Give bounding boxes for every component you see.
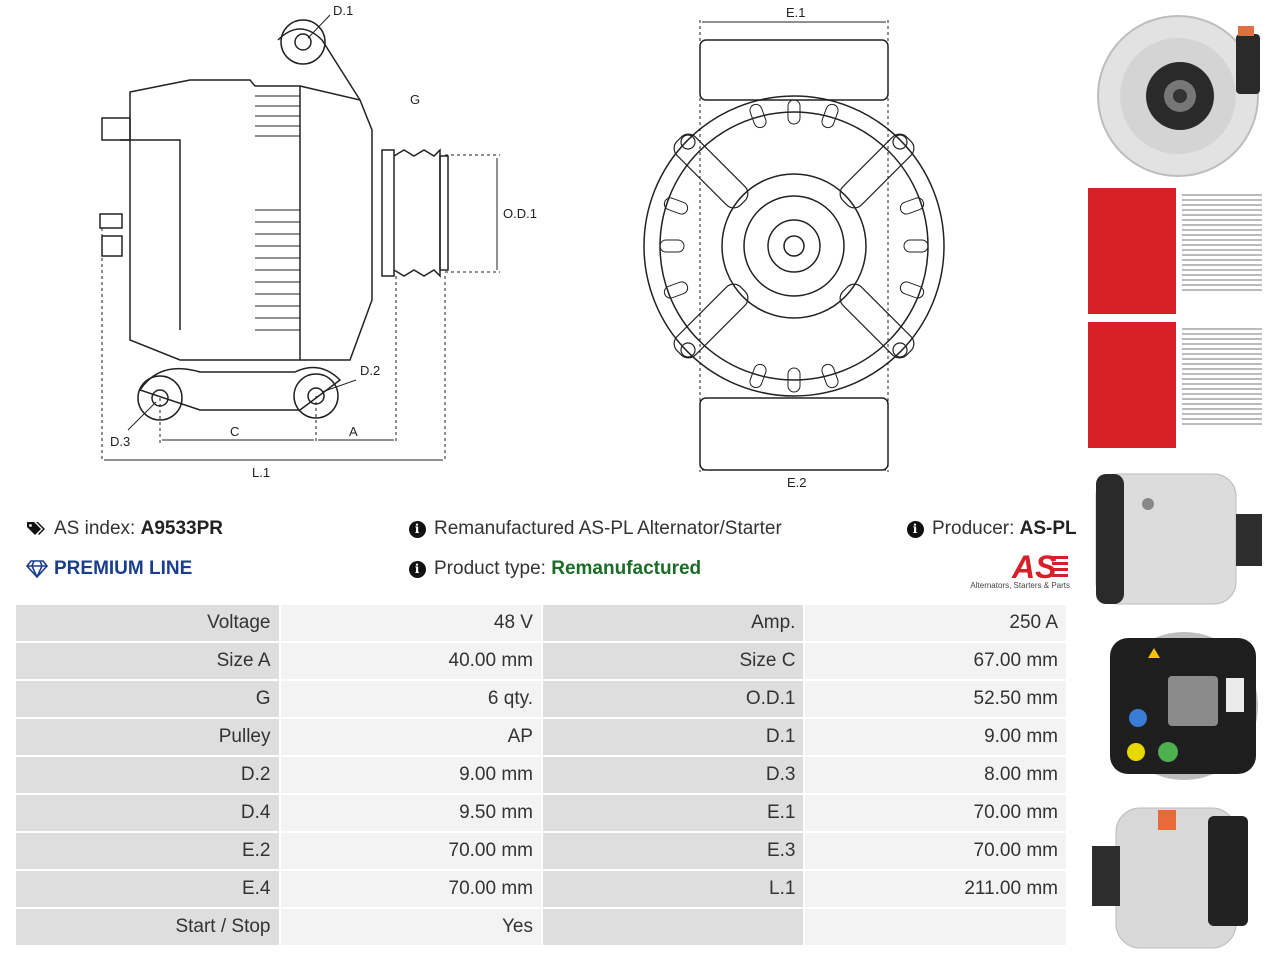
spec-value: 211.00 mm [803, 869, 1068, 909]
svg-text:AS: AS [1011, 549, 1057, 582]
spec-label: Pulley [14, 717, 281, 757]
description: i Remanufactured AS-PL Alternator/Starte… [406, 518, 782, 540]
spec-label: D.2 [14, 755, 281, 795]
spec-label: O.D.1 [540, 679, 806, 719]
producer-value: AS-PL [1019, 518, 1077, 539]
as-index-label: AS index: [54, 518, 136, 539]
thumbnail-strip [1088, 0, 1274, 961]
thumbnail-angle-photo[interactable] [1088, 796, 1268, 956]
dimension-guides [101, 20, 889, 472]
as-index-value: A9533PR [140, 518, 223, 539]
producer-label: Producer: [932, 518, 1015, 539]
spec-value: 70.00 mm [803, 793, 1068, 833]
info-icon: i [904, 518, 926, 540]
info-icon: i [406, 558, 428, 580]
product-type-value: Remanufactured [551, 558, 702, 579]
label-c: C [230, 424, 239, 439]
label-g: G [410, 92, 420, 107]
front-view-drawing [643, 39, 945, 471]
spec-label: G [14, 679, 281, 719]
thumbnail-front-photo[interactable] [1088, 4, 1268, 184]
spec-label: D.1 [540, 717, 806, 757]
spec-label: E.4 [14, 869, 281, 909]
tag-icon [26, 518, 48, 540]
spec-label: Size A [14, 641, 281, 681]
spec-value: 40.00 mm [278, 641, 543, 681]
technical-drawing: D.1 G O.D.1 D.2 D.3 C A L.1 E.1 E.2 [99, 3, 945, 490]
alternator-front-photo [1097, 15, 1260, 177]
spec-label: Start / Stop [14, 907, 281, 947]
product-type: i Product type: Remanufactured [406, 558, 701, 580]
spec-value: 52.50 mm [803, 679, 1068, 719]
spec-value: 48 V [278, 603, 543, 643]
spec-label: Voltage [14, 603, 281, 643]
thumbnail-rear-photo[interactable] [1088, 628, 1268, 788]
as-logo-mark: AS [1011, 549, 1068, 585]
logo-tagline: Alternators, Starters & Parts [970, 581, 1070, 590]
alternator-side-photo [1095, 473, 1262, 605]
alternator-angle-photo [1092, 807, 1248, 949]
spec-value: 70.00 mm [803, 831, 1068, 871]
spec-label: E.3 [540, 831, 806, 871]
label-d2: D.2 [360, 363, 380, 378]
spec-label: L.1 [540, 869, 806, 909]
spec-value [803, 907, 1068, 947]
spec-value: 70.00 mm [278, 869, 543, 909]
alternator-rear-photo [1110, 632, 1258, 780]
spec-label: E.1 [540, 793, 806, 833]
label-a: A [349, 424, 358, 439]
premium-line: PREMIUM LINE [26, 558, 192, 580]
thumbnail-side-photo[interactable] [1088, 456, 1268, 616]
label-e1: E.1 [786, 5, 806, 20]
spec-value: AP [278, 717, 543, 757]
spec-label: E.2 [14, 831, 281, 871]
producer: i Producer: AS-PL [904, 518, 1077, 540]
spec-label: D.4 [14, 793, 281, 833]
diamond-icon [26, 558, 48, 580]
label-l1: L.1 [252, 465, 270, 480]
info-icon: i [406, 518, 428, 540]
product-info: AS index: A9533PR i Remanufactured AS-PL… [26, 510, 1077, 600]
spec-label: Size C [540, 641, 806, 681]
as-index: AS index: A9533PR [26, 518, 223, 540]
spec-label: Amp. [540, 603, 806, 643]
label-od1: O.D.1 [503, 206, 537, 221]
label-d1: D.1 [333, 3, 353, 18]
label-e2: E.2 [787, 475, 807, 490]
label-d3: D.3 [110, 434, 130, 449]
thumbnail-service-doc-1[interactable] [1088, 188, 1268, 314]
spec-value: 9.00 mm [278, 755, 543, 795]
spec-value: 8.00 mm [803, 755, 1068, 795]
spec-label [540, 907, 806, 947]
side-view-drawing [99, 19, 449, 421]
spec-value: 70.00 mm [278, 831, 543, 871]
spec-label: D.3 [540, 755, 806, 795]
spec-value: 9.50 mm [278, 793, 543, 833]
premium-label: PREMIUM LINE [54, 558, 193, 579]
spec-value: 6 qty. [278, 679, 543, 719]
thumbnail-service-doc-2[interactable] [1088, 322, 1268, 448]
product-type-label: Product type: [434, 558, 546, 579]
as-logo: AS Alternators, Starters & Parts [960, 548, 1070, 594]
spec-value: 9.00 mm [803, 717, 1068, 757]
spec-value: Yes [278, 907, 543, 947]
spec-value: 67.00 mm [803, 641, 1068, 681]
spec-value: 250 A [803, 603, 1068, 643]
description-text: Remanufactured AS-PL Alternator/Starter [434, 518, 782, 539]
